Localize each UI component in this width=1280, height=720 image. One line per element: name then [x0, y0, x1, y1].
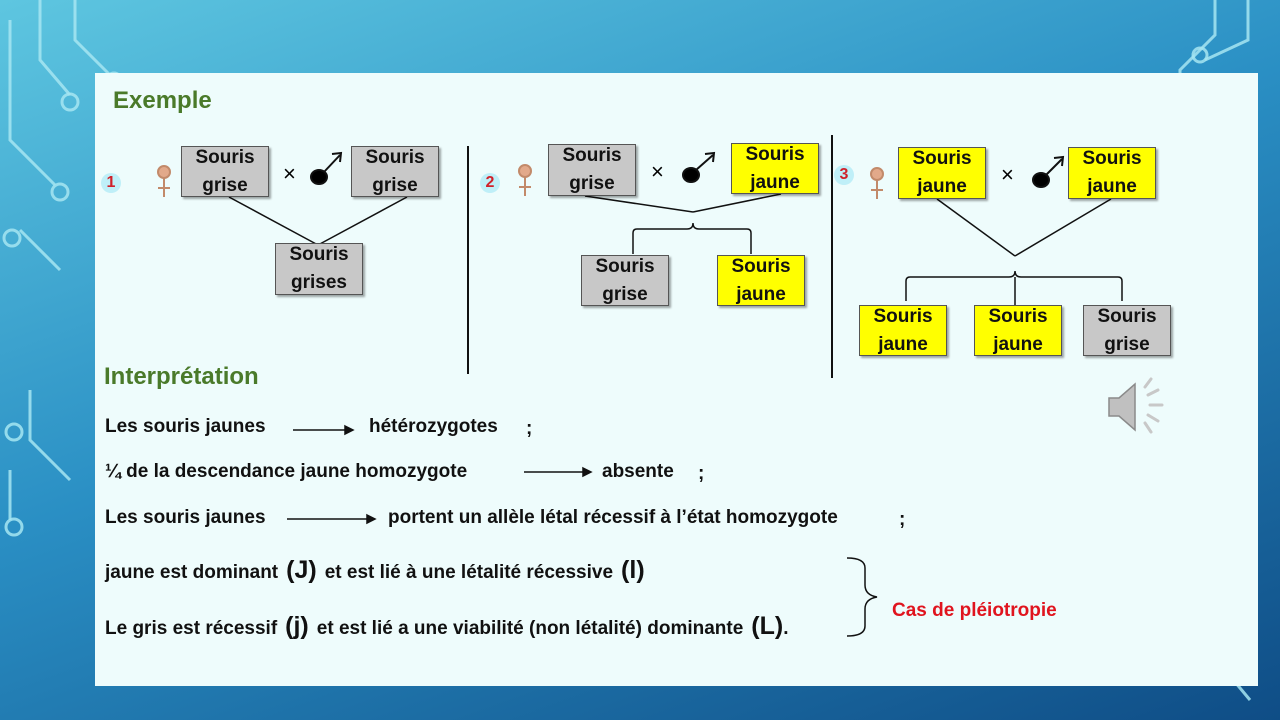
arrow-icon — [287, 513, 377, 525]
cross-diagram-lines — [157, 135, 1123, 637]
interpretation-heading: Interprétation — [104, 363, 259, 390]
interpretation-line-2-part-b: absente — [602, 461, 674, 482]
arrow-icon — [293, 424, 355, 436]
conclusion-text: Cas de pléiotropie — [892, 600, 1057, 621]
interpretation-line-3-semicolon: ; — [899, 509, 906, 530]
arrow-icon — [524, 466, 593, 478]
cross-number-2: 2 — [480, 173, 500, 193]
cross-number-3: 3 — [834, 165, 854, 185]
male-symbol-icon — [1032, 155, 1065, 188]
interpretation-line-5: Le gris est récessif (j) et est lié a un… — [105, 612, 789, 640]
cross-number-1: 1 — [101, 173, 121, 193]
speaker-icon[interactable] — [1105, 375, 1171, 437]
female-symbol-icon — [518, 164, 532, 196]
slide: Exemple — [95, 73, 1258, 686]
interpretation-line-3-part-b: portent un allèle létal récessif à l’éta… — [388, 507, 838, 528]
female-symbol-icon — [157, 165, 171, 197]
cross-symbol: × — [651, 159, 664, 184]
curly-brace — [846, 557, 878, 637]
interpretation-line-1-part-b: hétérozygotes — [369, 416, 498, 437]
male-symbol-icon — [310, 151, 343, 185]
interpretation-line-1-semicolon: ; — [526, 418, 533, 439]
slide-title: Exemple — [113, 87, 212, 114]
interpretation-line-4: jaune est dominant (J) et est lié à une … — [105, 556, 645, 584]
interpretation-line-2-part-a: ¼ de la descendance jaune homozygote — [105, 461, 468, 482]
cross-symbol: × — [283, 161, 296, 186]
interpretation-line-1-part-a: Les souris jaunes — [105, 416, 266, 437]
cross-symbol: × — [1001, 162, 1014, 187]
interpretation-line-3-part-a: Les souris jaunes — [105, 507, 266, 528]
male-symbol-icon — [682, 151, 716, 183]
interpretation-line-2-semicolon: ; — [698, 463, 705, 484]
female-symbol-icon — [870, 167, 884, 199]
